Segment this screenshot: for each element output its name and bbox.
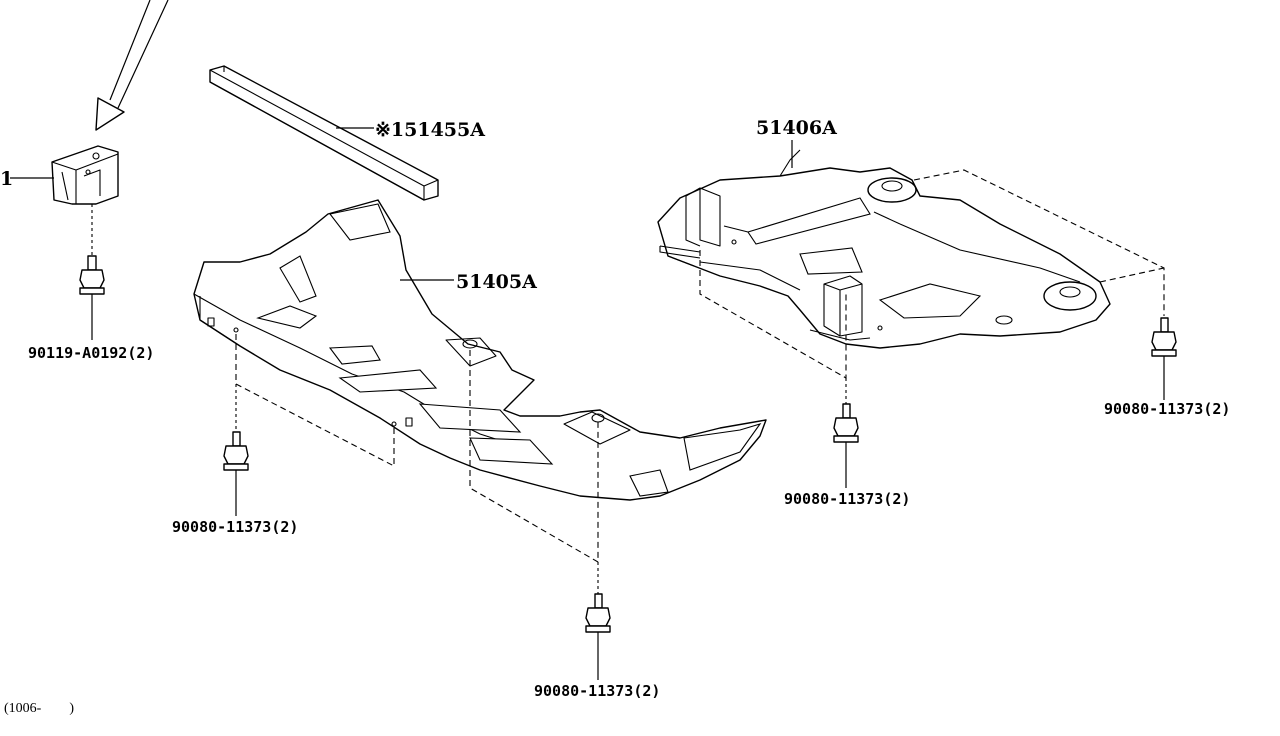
bracket-part [51,145,119,258]
footnote: (1006- ) [4,701,74,716]
label-front-cover: 51405A [456,271,537,293]
bracket-bolt [79,255,105,340]
label-bolt-rear-center: 90080-11373(2) [784,490,910,508]
seal-strip [209,65,439,201]
bolt-rear-center [833,403,859,488]
front-under-cover [193,199,767,501]
reference-arrow [95,0,169,131]
label-bolt-rear-right: 90080-11373(2) [1104,400,1230,418]
label-bracket: 1 [0,168,13,190]
label-seal: ※151455A [375,119,485,141]
rear-under-cover [657,140,1111,349]
label-bolt-bracket: 90119-A0192(2) [28,344,154,362]
bolt-front-center [585,593,611,680]
bolt-front-left [223,431,249,516]
label-bolt-front-left: 90080-11373(2) [172,518,298,536]
mounting-lines [235,169,1165,594]
bolt-rear-right [1151,317,1177,400]
label-bolt-front-center: 90080-11373(2) [534,682,660,700]
label-rear-cover: 51406A [756,117,837,139]
